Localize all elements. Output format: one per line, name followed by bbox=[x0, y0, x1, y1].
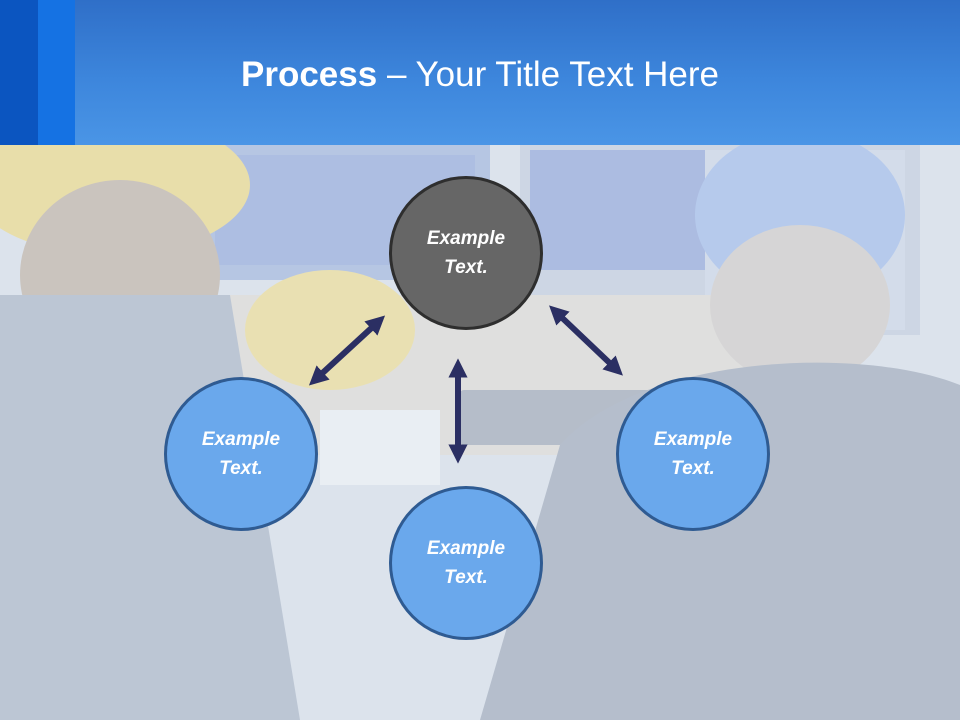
process-node-left: Example Text. bbox=[164, 377, 318, 531]
slide-title: Process – Your Title Text Here bbox=[0, 52, 960, 97]
accent-strip-dark bbox=[0, 0, 38, 145]
accent-strip-light bbox=[38, 0, 75, 145]
process-node-right: Example Text. bbox=[616, 377, 770, 531]
process-node-top: Example Text. bbox=[389, 176, 543, 330]
title-band: Process – Your Title Text Here bbox=[0, 0, 960, 145]
node-bottom-label: Example Text. bbox=[426, 538, 506, 588]
double-arrow-top-right bbox=[549, 305, 623, 376]
process-node-bottom: Example Text. bbox=[389, 486, 543, 640]
title-bold: Process bbox=[241, 55, 378, 94]
node-left-label: Example Text. bbox=[201, 429, 281, 479]
node-top-label: Example Text. bbox=[426, 228, 506, 278]
double-arrow-top-left bbox=[308, 315, 386, 386]
node-right-label: Example Text. bbox=[653, 429, 733, 479]
title-rest: – Your Title Text Here bbox=[377, 55, 719, 94]
